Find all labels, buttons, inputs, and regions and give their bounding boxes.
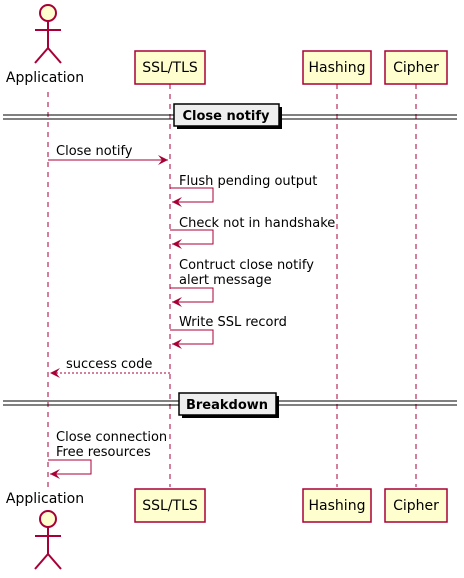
message-label-line-2: alert message (179, 273, 272, 288)
actor-application-top: Application (6, 4, 84, 86)
divider-label: Breakdown (186, 398, 268, 413)
participant-label: Cipher (393, 60, 439, 76)
participant-cipher-bottom: Cipher (384, 488, 448, 523)
participant-ssl-tls-top: SSL/TLS (134, 50, 206, 85)
message-close-connection: Close connection Free resources (48, 430, 167, 479)
participant-label: Hashing (309, 498, 366, 514)
participant-label: SSL/TLS (142, 60, 198, 76)
participant-ssl-tls-bottom: SSL/TLS (134, 488, 206, 523)
message-check-not-in-handshake: Check not in handshake (170, 216, 335, 249)
divider-close-notify: Close notify (3, 103, 457, 129)
message-label: Flush pending output (179, 174, 317, 189)
actor-label: Application (6, 70, 84, 86)
divider-breakdown: Breakdown (3, 392, 457, 418)
stick-figure-icon (34, 510, 62, 570)
message-label: Write SSL record (179, 315, 287, 330)
actor-label: Application (6, 491, 84, 507)
message-flush-pending-output: Flush pending output (170, 174, 317, 207)
message-write-ssl-record: Write SSL record (170, 315, 287, 349)
message-label: success code (66, 357, 152, 372)
message-close-notify: Close notify (48, 144, 168, 165)
actor-application-bottom: Application (6, 491, 84, 570)
participant-label: SSL/TLS (142, 498, 198, 514)
participant-hashing-bottom: Hashing (302, 488, 372, 523)
message-label: Close notify (56, 144, 133, 159)
participant-cipher-top: Cipher (384, 50, 448, 85)
divider-label: Close notify (183, 109, 271, 124)
message-label: Check not in handshake (179, 216, 335, 231)
message-label-line-1: Contruct close notify (179, 258, 314, 273)
stick-figure-icon (34, 4, 62, 64)
participant-label: Hashing (309, 60, 366, 76)
participant-label: Cipher (393, 498, 439, 514)
message-label-line-2: Free resources (56, 445, 151, 460)
message-construct-close-notify: Contruct close notify alert message (170, 258, 314, 307)
participant-hashing-top: Hashing (302, 50, 372, 85)
message-label-line-1: Close connection (56, 430, 167, 445)
message-success-code: success code (50, 357, 170, 378)
